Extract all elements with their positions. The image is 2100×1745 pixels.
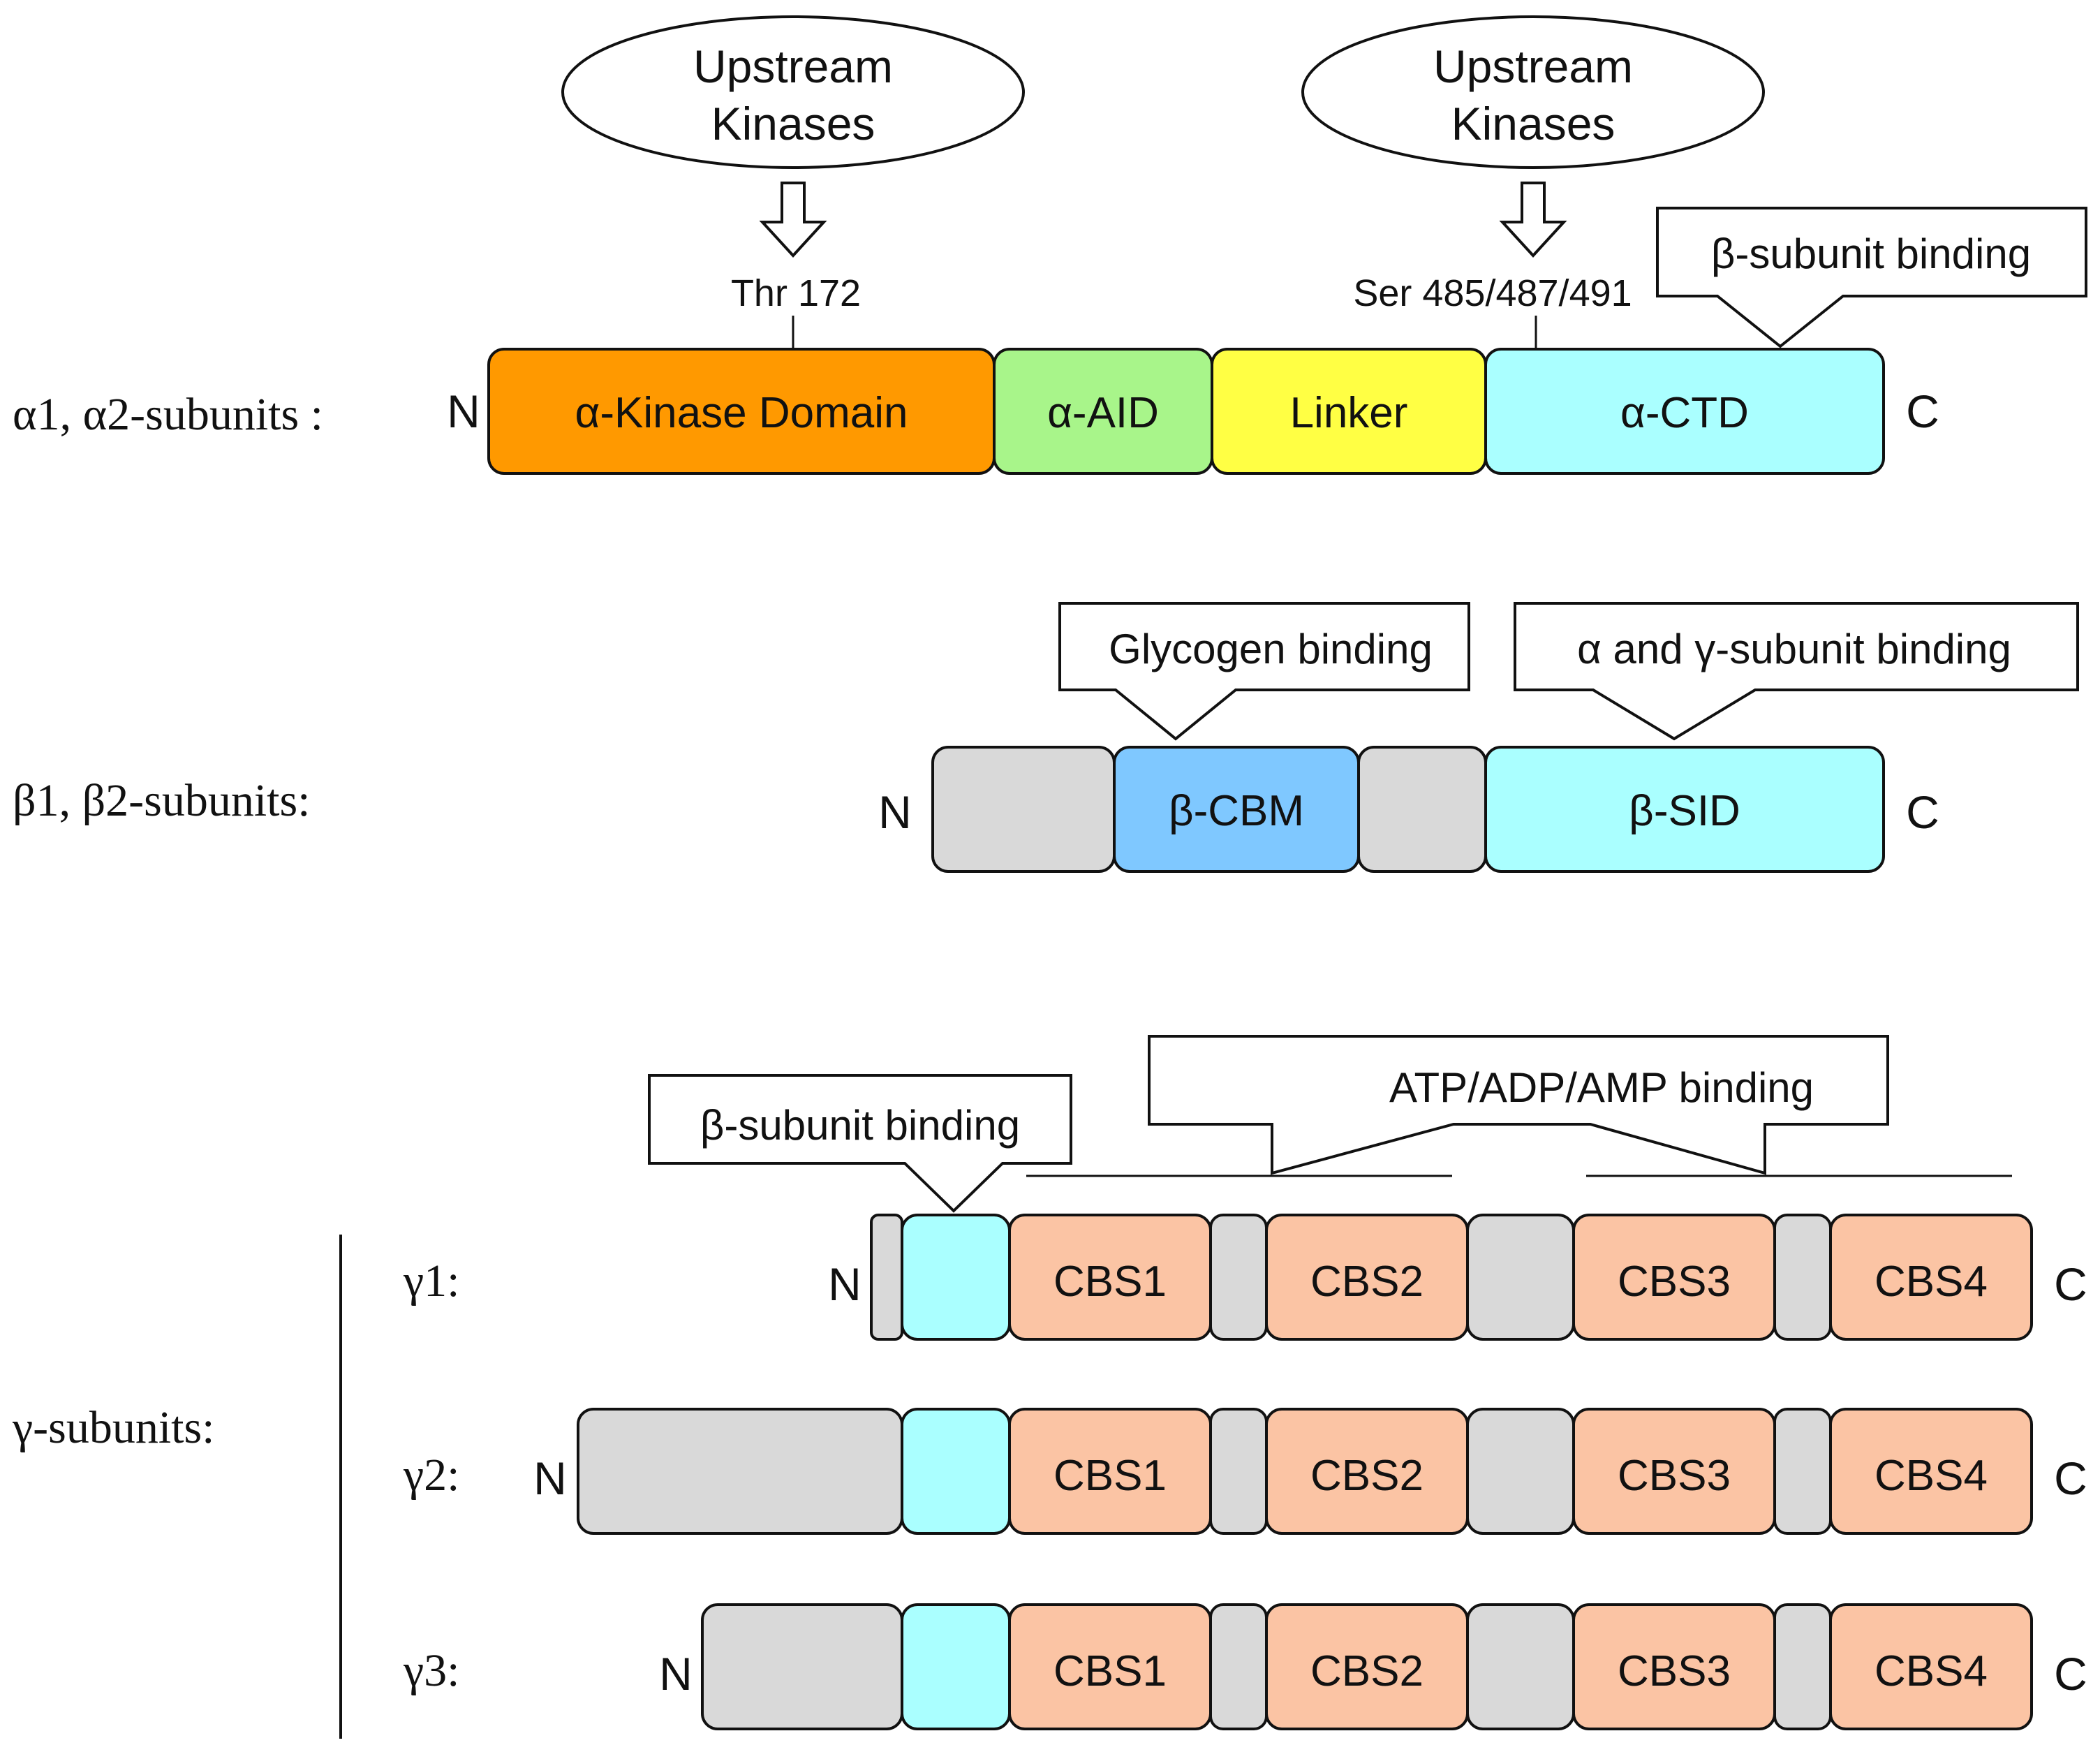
alpha-row-label: α1, α2-subunits : (13, 389, 323, 440)
gamma2-n-terminus: N (533, 1452, 567, 1504)
gamma2-gray-spacer-3 (1773, 1408, 1832, 1535)
gamma2-cbs2-label: CBS2 (1310, 1452, 1424, 1500)
gamma3-cbs3-label: CBS3 (1618, 1647, 1731, 1695)
gamma1-cbs3-label: CBS3 (1618, 1258, 1731, 1306)
gamma1-cbs4 (1829, 1214, 2033, 1341)
gamma3-beta-binding-segment (901, 1603, 1011, 1730)
gamma2-cbs1-label: CBS1 (1053, 1452, 1167, 1500)
alpha-n-terminus: N (447, 385, 480, 437)
glycogen-binding-text: Glycogen binding (1109, 626, 1433, 672)
gamma2-gray-spacer-2 (1466, 1408, 1575, 1535)
gamma3-n-terminus: N (659, 1648, 693, 1700)
gamma3-gray-spacer-2 (1466, 1603, 1575, 1730)
gamma3-row: γ3: N CBS1 CBS2 CBS3 CBS4 C (403, 1603, 2087, 1730)
glycogen-binding-callout (1058, 602, 1470, 741)
nucleotide-binding-callout (1148, 1035, 1889, 1175)
gamma3-c-terminus: C (2054, 1648, 2087, 1700)
gamma1-gray-spacer-3 (1773, 1214, 1832, 1341)
beta-subunit-group: β1, β2-subunits: Glycogen binding α and … (13, 602, 2079, 873)
site-thr172: Thr 172 (731, 272, 861, 314)
beta-cbm-label: β-CBM (1169, 787, 1304, 835)
gamma1-beta-binding-segment (901, 1214, 1011, 1341)
beta-sid-domain (1484, 746, 1885, 873)
alpha-ctd-label: α-CTD (1620, 389, 1749, 437)
gamma3-cbs4-label: CBS4 (1875, 1647, 1988, 1695)
gamma3-gray-spacer-1 (1209, 1603, 1268, 1730)
alpha-beta-binding-text: β-subunit binding (1711, 230, 2031, 277)
upstream-kinases-2-line1: Upstream (1433, 41, 1633, 92)
gamma2-cbs4 (1829, 1408, 2033, 1535)
upstream-kinases-ellipse-2 (1301, 15, 1765, 169)
site-ser485: Ser 485/487/491 (1353, 272, 1632, 314)
beta-c-terminus: C (1906, 786, 1939, 838)
gamma2-c-terminus: C (2054, 1452, 2087, 1504)
gamma2-cbs4-label: CBS4 (1875, 1452, 1988, 1500)
upstream-kinases-1-line1: Upstream (693, 41, 893, 92)
down-arrow-icon-2 (1499, 182, 1567, 258)
gamma-beta-binding-callout (648, 1074, 1072, 1213)
gamma1-gray-spacer-2 (1466, 1214, 1575, 1341)
alpha-c-terminus: C (1906, 385, 1939, 437)
beta-n-gray-segment (931, 746, 1116, 873)
gamma3-cbs2-label: CBS2 (1310, 1647, 1424, 1695)
beta-mid-gray-segment (1357, 746, 1487, 873)
beta-sid-label: β-SID (1629, 787, 1740, 835)
gamma1-row: γ1: N CBS1 CBS2 CBS3 CBS4 C (403, 1214, 2087, 1341)
gamma1-gray-spacer-1 (1209, 1214, 1268, 1341)
down-arrow-icon-1 (759, 182, 827, 258)
gamma1-cbs1-label: CBS1 (1053, 1258, 1167, 1306)
alpha-beta-binding-callout (1656, 207, 2087, 348)
gamma2-cbs3-label: CBS3 (1618, 1452, 1731, 1500)
gamma3-cbs4 (1829, 1603, 2033, 1730)
gamma2-gray-spacer-1 (1209, 1408, 1268, 1535)
alpha-linker-label: Linker (1290, 389, 1408, 437)
gamma3-label: γ3: (403, 1645, 460, 1696)
alpha-subunit-group: α1, α2-subunits : Upstream Kinases Thr 1… (13, 15, 2087, 475)
gamma1-c-terminus: C (2054, 1258, 2087, 1310)
gamma3-n-gray-segment (701, 1603, 903, 1730)
gamma3-cbs1-label: CBS1 (1053, 1647, 1167, 1695)
gamma-row-label: γ-subunits: (12, 1402, 215, 1453)
gamma1-n-terminus: N (828, 1258, 862, 1310)
gamma2-row: γ2: N CBS1 CBS2 CBS3 CBS4 C (403, 1408, 2087, 1535)
gamma2-n-gray-segment (577, 1408, 903, 1535)
alpha-gamma-binding-callout (1514, 602, 2079, 741)
upstream-kinases-2-line2: Kinases (1451, 98, 1615, 149)
nucleotide-binding-text: ATP/ADP/AMP binding (1389, 1064, 1814, 1111)
alpha-aid-label: α-AID (1047, 389, 1159, 437)
gamma3-gray-spacer-3 (1773, 1603, 1832, 1730)
beta-n-terminus: N (878, 786, 912, 838)
gamma1-cbs4-label: CBS4 (1875, 1258, 1988, 1306)
gamma-beta-binding-text: β-subunit binding (700, 1102, 1020, 1149)
gamma1-label: γ1: (403, 1256, 460, 1306)
upstream-kinases-ellipse-1 (561, 15, 1025, 169)
alpha-gamma-binding-text: α and γ-subunit binding (1577, 626, 2011, 672)
alpha-kinase-domain-label: α-Kinase Domain (575, 389, 908, 437)
gamma2-beta-binding-segment (901, 1408, 1011, 1535)
gamma1-n-gray-segment (870, 1214, 903, 1341)
gamma2-label: γ2: (403, 1450, 460, 1501)
alpha-ctd-domain (1484, 348, 1885, 475)
upstream-kinases-1-line2: Kinases (711, 98, 875, 149)
gamma-subunit-group: γ-subunits: β-subunit binding ATP/ADP/AM… (12, 1035, 2087, 1739)
beta-row-label: β1, β2-subunits: (13, 775, 311, 826)
gamma1-cbs2-label: CBS2 (1310, 1258, 1424, 1306)
